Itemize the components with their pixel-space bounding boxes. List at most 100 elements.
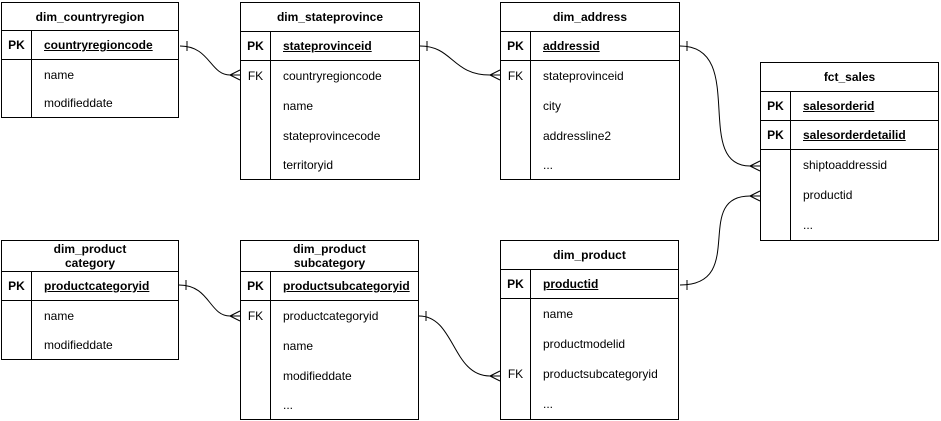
key-cell (2, 301, 32, 331)
table-row: name (2, 301, 178, 331)
column-name: countryregioncode (44, 38, 153, 52)
table-title: dim_address (501, 3, 679, 32)
connector-dim_address-fct_sales (679, 41, 761, 172)
connector-dim_countryregion-dim_stateprovince (179, 41, 241, 81)
key-cell (761, 210, 791, 240)
entity-dim_productcategory: dim_product category PK productcategoryi… (1, 240, 179, 360)
table-row: territoryid (241, 151, 419, 179)
column-name: city (543, 99, 561, 113)
table-row: PK salesorderdetailid (761, 121, 938, 150)
column-name: name (283, 339, 314, 353)
column-name: modifieddate (44, 96, 113, 110)
column-name: shiptoaddressid (803, 158, 888, 172)
pk-label: PK (501, 32, 531, 60)
table-title: dim_product (501, 241, 678, 270)
column-name: modifieddate (283, 369, 352, 383)
key-cell (241, 361, 271, 391)
table-row: name (241, 331, 418, 361)
table-row: addressline2 (501, 121, 679, 151)
table-row: FK productcategoryid (241, 301, 418, 331)
column-name: productid (543, 277, 599, 291)
table-title: dim_product subcategory (241, 241, 418, 272)
key-cell (501, 121, 531, 151)
connector-dim_product-fct_sales (679, 190, 761, 290)
table-row: shiptoaddressid (761, 150, 938, 180)
connector-dim_stateprovince-dim_address (419, 41, 501, 81)
table-row: name (241, 91, 419, 121)
entity-dim_stateprovince: dim_stateprovince PK stateprovinceid FK … (240, 2, 420, 180)
column-name: name (543, 307, 574, 321)
edge-path (679, 45, 751, 167)
entity-dim_countryregion: dim_countryregion PK countryregioncode n… (1, 2, 179, 118)
key-cell (501, 389, 531, 419)
entity-dim_address: dim_address PK addressid FK stateprovinc… (500, 2, 680, 180)
table-title: dim_product category (2, 241, 178, 272)
table-row: ... (501, 389, 678, 419)
many-marker-icon (229, 69, 241, 81)
ellipsis-row: ... (543, 158, 554, 172)
pk-label: PK (2, 272, 32, 300)
table-row: name (501, 299, 678, 329)
edge-path (178, 284, 231, 317)
table-row: productid (761, 180, 938, 210)
fk-label: FK (241, 301, 271, 331)
table-row: PK salesorderid (761, 92, 938, 121)
many-marker-icon (749, 190, 761, 202)
table-title: fct_sales (761, 63, 938, 92)
table-row: productmodelid (501, 329, 678, 359)
column-name: productsubcategoryid (543, 367, 658, 381)
fk-label: FK (241, 61, 271, 91)
column-name: modifieddate (44, 338, 113, 352)
column-name: stateprovincecode (283, 129, 381, 143)
connector-dim_productsubcategory-dim_product (418, 311, 501, 382)
many-marker-icon (489, 370, 501, 382)
key-cell (501, 329, 531, 359)
column-name: productcategoryid (283, 309, 379, 323)
key-cell (501, 299, 531, 329)
column-name: name (44, 67, 75, 82)
table-row: FK productsubcategoryid (501, 359, 678, 389)
fk-label: FK (501, 61, 531, 91)
pk-label: PK (501, 270, 531, 298)
table-row: modifieddate (241, 361, 418, 391)
table-row: modifieddate (2, 331, 178, 359)
key-cell (761, 150, 791, 180)
key-cell (2, 60, 32, 89)
pk-label: PK (761, 92, 791, 120)
key-cell (501, 91, 531, 121)
table-row: ... (241, 391, 418, 419)
column-name: productmodelid (543, 337, 626, 351)
table-row: ... (761, 210, 938, 240)
edge-path (679, 195, 751, 286)
column-name: salesorderid (803, 99, 875, 113)
table-row: PK stateprovinceid (241, 32, 419, 61)
table-row: PK addressid (501, 32, 679, 61)
column-name: addressid (543, 39, 600, 53)
column-name: addressline2 (543, 129, 612, 143)
table-row: ... (501, 151, 679, 179)
table-row: PK productcategoryid (2, 272, 178, 301)
column-name: countryregioncode (283, 69, 382, 83)
table-row: modifieddate (2, 89, 178, 117)
key-cell (241, 331, 271, 361)
key-cell (241, 391, 271, 419)
many-marker-icon (229, 310, 241, 322)
table-row: FK countryregioncode (241, 61, 419, 91)
pk-label: PK (241, 32, 271, 60)
key-cell (501, 151, 531, 179)
table-title: dim_stateprovince (241, 3, 419, 32)
entity-fct_sales: fct_sales PK salesorderid PK salesorderd… (760, 62, 939, 241)
ellipsis-row: ... (543, 397, 554, 411)
table-row: FK stateprovinceid (501, 61, 679, 91)
key-cell (241, 151, 271, 179)
entity-dim_product: dim_product PK productid name productmod… (500, 240, 679, 420)
key-cell (241, 91, 271, 121)
pk-label: PK (761, 121, 791, 149)
ellipsis-row: ... (283, 398, 294, 412)
edge-path (419, 45, 491, 76)
table-row: city (501, 91, 679, 121)
key-cell (761, 180, 791, 210)
key-cell (241, 121, 271, 151)
connector-dim_productcategory-dim_productsubcategory (178, 280, 241, 322)
